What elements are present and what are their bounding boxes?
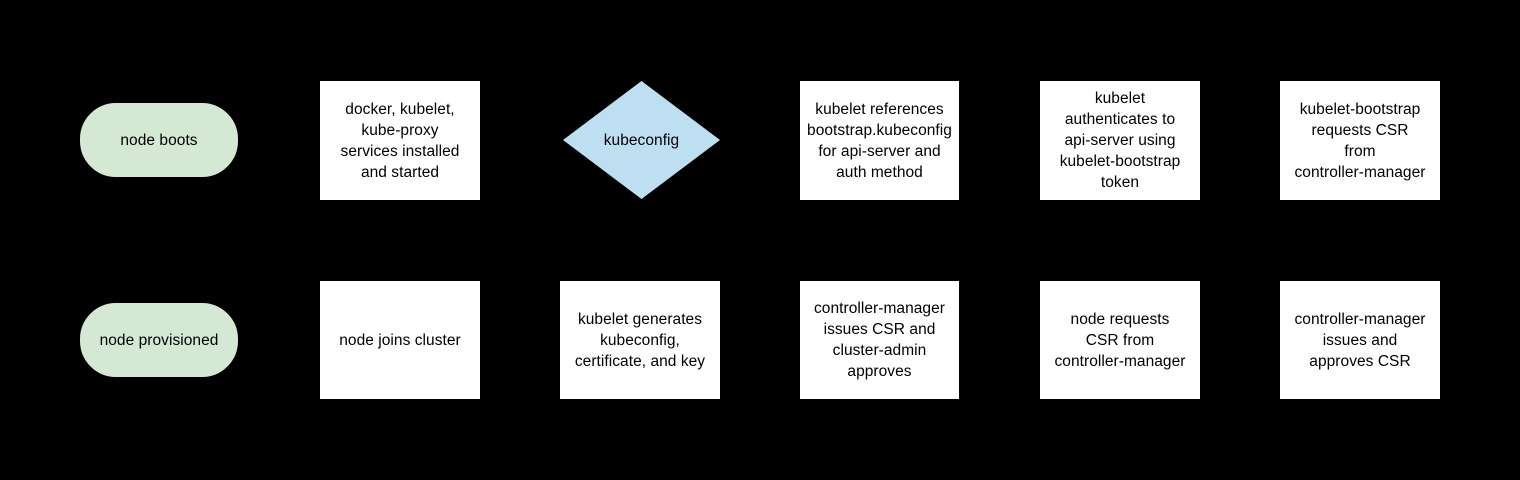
flow-node-kubelet-authenticates[interactable]: kubelet authenticates to api-server usin…: [1040, 81, 1200, 200]
flow-node-node-provisioned[interactable]: node provisioned: [80, 303, 238, 377]
flow-node-kubeconfig[interactable]: kubeconfig: [563, 81, 720, 199]
flow-node-controller-manager-issues-csr[interactable]: controller-manager issues CSR and cluste…: [800, 281, 959, 399]
flow-node-label: node joins cluster: [339, 331, 461, 349]
flow-node-kubelet-references-bootstrap[interactable]: kubelet references bootstrap.kubeconfig …: [800, 81, 959, 200]
flow-node-label: controller-manager issues CSR and cluste…: [814, 300, 945, 380]
flow-node-kubelet-bootstrap-requests-csr[interactable]: kubelet-bootstrap requests CSR from cont…: [1280, 81, 1440, 200]
flow-node-node-joins-cluster[interactable]: node joins cluster: [320, 281, 480, 399]
flow-node-label: docker, kubelet, kube-proxy services ins…: [340, 100, 460, 181]
flow-node-label: node provisioned: [99, 331, 219, 349]
flow-node-node-boots[interactable]: node boots: [80, 103, 238, 177]
flow-node-label: kubelet authenticates to api-server usin…: [1059, 90, 1181, 191]
flow-node-label: kubeconfig: [603, 131, 680, 149]
flow-node-label: node requests CSR from controller-manage…: [1054, 310, 1186, 370]
flow-node-label: kubelet-bootstrap requests CSR from cont…: [1294, 100, 1426, 181]
flow-node-label: node boots: [120, 131, 198, 149]
flow-node-services-installed[interactable]: docker, kubelet, kube-proxy services ins…: [320, 81, 480, 200]
flow-node-label: kubelet references bootstrap.kubeconfig …: [807, 100, 952, 181]
flow-node-node-requests-csr[interactable]: node requests CSR from controller-manage…: [1040, 281, 1200, 399]
flow-node-kubelet-generates-kubeconfig[interactable]: kubelet generates kubeconfig, certificat…: [560, 281, 720, 399]
flow-node-label: controller-manager issues and approves C…: [1294, 310, 1426, 370]
flow-node-label: kubelet generates kubeconfig, certificat…: [574, 310, 706, 370]
flow-node-controller-manager-issues-approves[interactable]: controller-manager issues and approves C…: [1280, 281, 1440, 399]
